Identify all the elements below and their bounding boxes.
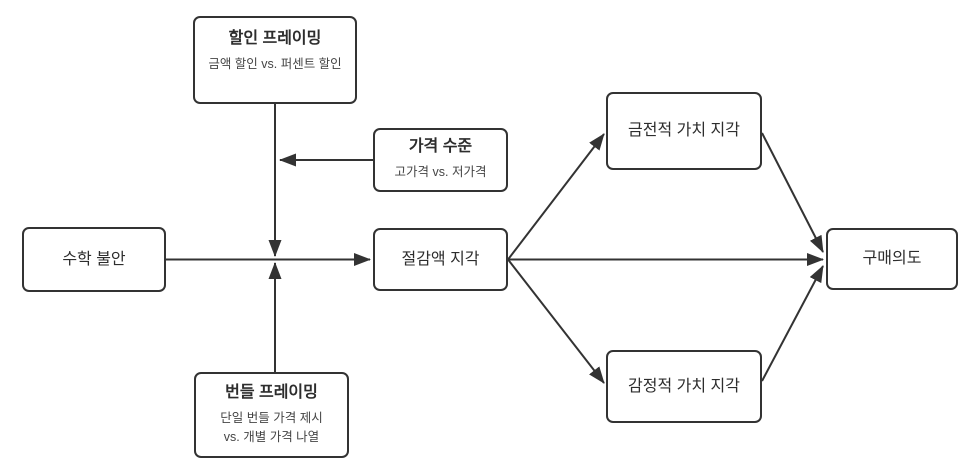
node-subtitle: 고가격 vs. 저가격 xyxy=(394,165,487,180)
node-title: 구매의도 xyxy=(862,250,922,267)
node-subtitle: 금액 할인 vs. 퍼센트 할인 xyxy=(208,57,342,72)
node-title: 가격 수준 xyxy=(408,138,473,156)
node-title: 금전적 가치 지각 xyxy=(628,122,740,139)
node-purchase-intention: 구매의도 xyxy=(826,228,958,290)
edge-savings-emotional xyxy=(507,258,605,384)
edge-savings-monetary xyxy=(507,133,605,261)
node-price-level: 가격 수준 고가격 vs. 저가격 xyxy=(373,128,508,192)
node-title: 수학 불안 xyxy=(62,250,126,268)
node-title: 절감액 지각 xyxy=(401,250,480,268)
node-title: 감정적 가치 지각 xyxy=(628,377,740,395)
edge-emotional-purchase xyxy=(761,265,824,382)
node-emotional-value-perception: 감정적 가치 지각 xyxy=(606,350,762,423)
node-title: 번들 프레이밍 xyxy=(225,383,318,401)
node-bundle-framing: 번들 프레이밍 단일 번들 가격 제시 vs. 개별 가격 나열 xyxy=(194,372,349,458)
node-savings-perception: 절감액 지각 xyxy=(373,228,508,291)
node-math-anxiety: 수학 불안 xyxy=(22,227,166,292)
node-subtitle: 단일 번들 가격 제시 vs. 개별 가격 나열 xyxy=(220,410,323,444)
node-discount-framing: 할인 프레이밍 금액 할인 vs. 퍼센트 할인 xyxy=(193,16,357,104)
node-monetary-value-perception: 금전적 가치 지각 xyxy=(606,92,762,170)
edge-monetary-purchase xyxy=(761,132,824,253)
node-title: 할인 프레이밍 xyxy=(228,30,322,48)
